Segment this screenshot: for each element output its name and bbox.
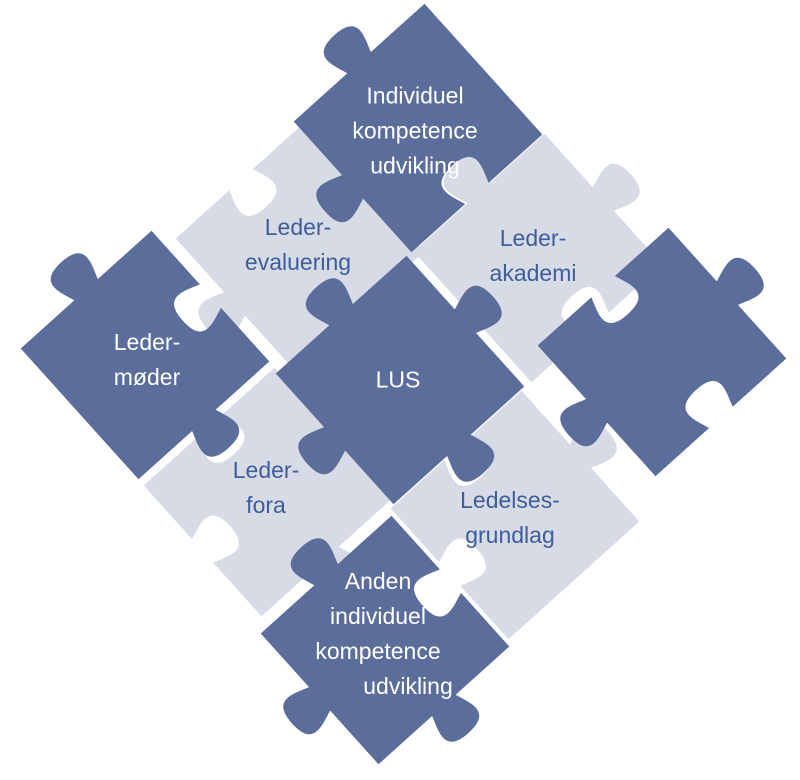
label-line: Ledelses- [460, 487, 560, 513]
piece-label-leder-moder: Leder- møder [114, 325, 180, 395]
label-line: grundlag [465, 522, 555, 548]
label-line: evaluering [244, 249, 352, 275]
piece-label-leder-evaluering: Leder- evaluering [245, 210, 351, 280]
label-line: akademi [489, 260, 577, 286]
label-line: Leder- [264, 214, 332, 240]
puzzle-piece-leder-moder [20, 230, 270, 480]
piece-label-ledelses-grundlag: Ledelses- grundlag [460, 483, 560, 553]
piece-label-individuel: Individuel kompetence udvikling [352, 79, 477, 184]
label-line: fora [246, 492, 286, 518]
piece-label-lus: LUS [376, 363, 421, 398]
label-line: LUS [375, 366, 421, 393]
puzzle-piece-lus [275, 255, 525, 505]
label-line: Anden [344, 568, 412, 594]
label-line: Leder- [113, 329, 181, 355]
label-line: Leder- [499, 225, 567, 251]
puzzle-piece-anden [260, 515, 510, 765]
label-line: Individuel [366, 82, 464, 109]
puzzle-piece-ledelses-grundlag [390, 390, 640, 640]
piece-label-leder-fora: Leder- fora [233, 453, 299, 523]
piece-label-anden: Anden individuel kompetence udvikling [303, 564, 453, 704]
label-line: kompetence [352, 117, 478, 144]
piece-label-leder-akademi: Leder- akademi [490, 221, 577, 291]
label-line: møder [113, 364, 181, 390]
label-line: udvikling [363, 673, 453, 699]
label-line: kompetence [315, 638, 441, 664]
puzzle-piece-individuel [293, 3, 543, 253]
puzzle-piece-blank [537, 227, 787, 477]
label-line: individuel [330, 603, 426, 629]
label-line: Leder- [232, 457, 300, 483]
label-line: udvikling [370, 152, 460, 179]
